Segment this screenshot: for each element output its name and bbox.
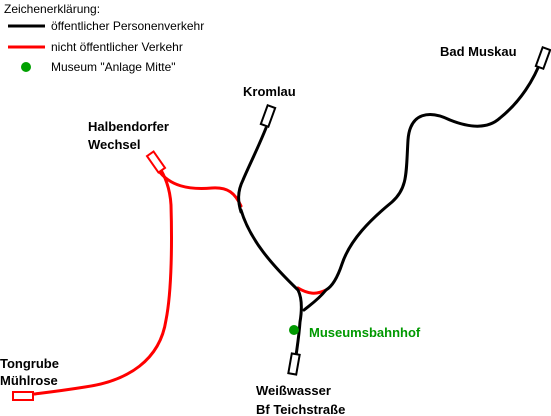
label-weisswasser-line1: Weißwasser bbox=[256, 383, 331, 398]
label-tongrube-line1: Tongrube bbox=[0, 356, 59, 371]
nonpublic-tracks bbox=[32, 163, 328, 396]
track-main-weisswasser bbox=[239, 208, 303, 358]
track-halbendorf-junction bbox=[156, 168, 243, 208]
label-halbendorf-line2: Wechsel bbox=[88, 137, 141, 152]
station-markers bbox=[12, 45, 551, 401]
track-triangle-connector bbox=[296, 286, 328, 295]
museum-dot bbox=[289, 325, 299, 335]
legend: Zeichenerklärung: öffentlicher Personenv… bbox=[4, 2, 204, 74]
station-marker-kromlau bbox=[259, 103, 277, 129]
station-marker-weisswasser bbox=[287, 352, 301, 376]
track-halbendorf-tongrube bbox=[32, 163, 173, 396]
track-kromlau bbox=[237, 126, 268, 214]
label-museumsbahnhof: Museumsbahnhof bbox=[309, 325, 421, 340]
label-halbendorf-line1: Halbendorfer bbox=[88, 119, 169, 134]
station-marker-tongrube bbox=[12, 391, 34, 401]
label-bad-muskau: Bad Muskau bbox=[440, 44, 517, 59]
place-labels: Bad Muskau Kromlau Halbendorfer Wechsel … bbox=[0, 44, 517, 416]
public-tracks bbox=[237, 56, 544, 358]
legend-museum-dot bbox=[21, 62, 31, 72]
station-marker-bad-muskau bbox=[534, 45, 551, 71]
label-tongrube-line2: Mühlrose bbox=[0, 373, 58, 388]
track-bad-muskau bbox=[302, 56, 544, 312]
legend-public-label: öffentlicher Personenverkehr bbox=[51, 19, 204, 33]
station-marker-halbendorf bbox=[145, 150, 167, 174]
label-weisswasser-line2: Bf Teichstraße bbox=[256, 402, 345, 416]
legend-nonpublic-label: nicht öffentlicher Verkehr bbox=[51, 40, 183, 54]
legend-museum-label: Museum "Anlage Mitte" bbox=[51, 60, 176, 74]
legend-title: Zeichenerklärung: bbox=[4, 2, 100, 16]
label-kromlau: Kromlau bbox=[243, 84, 296, 99]
